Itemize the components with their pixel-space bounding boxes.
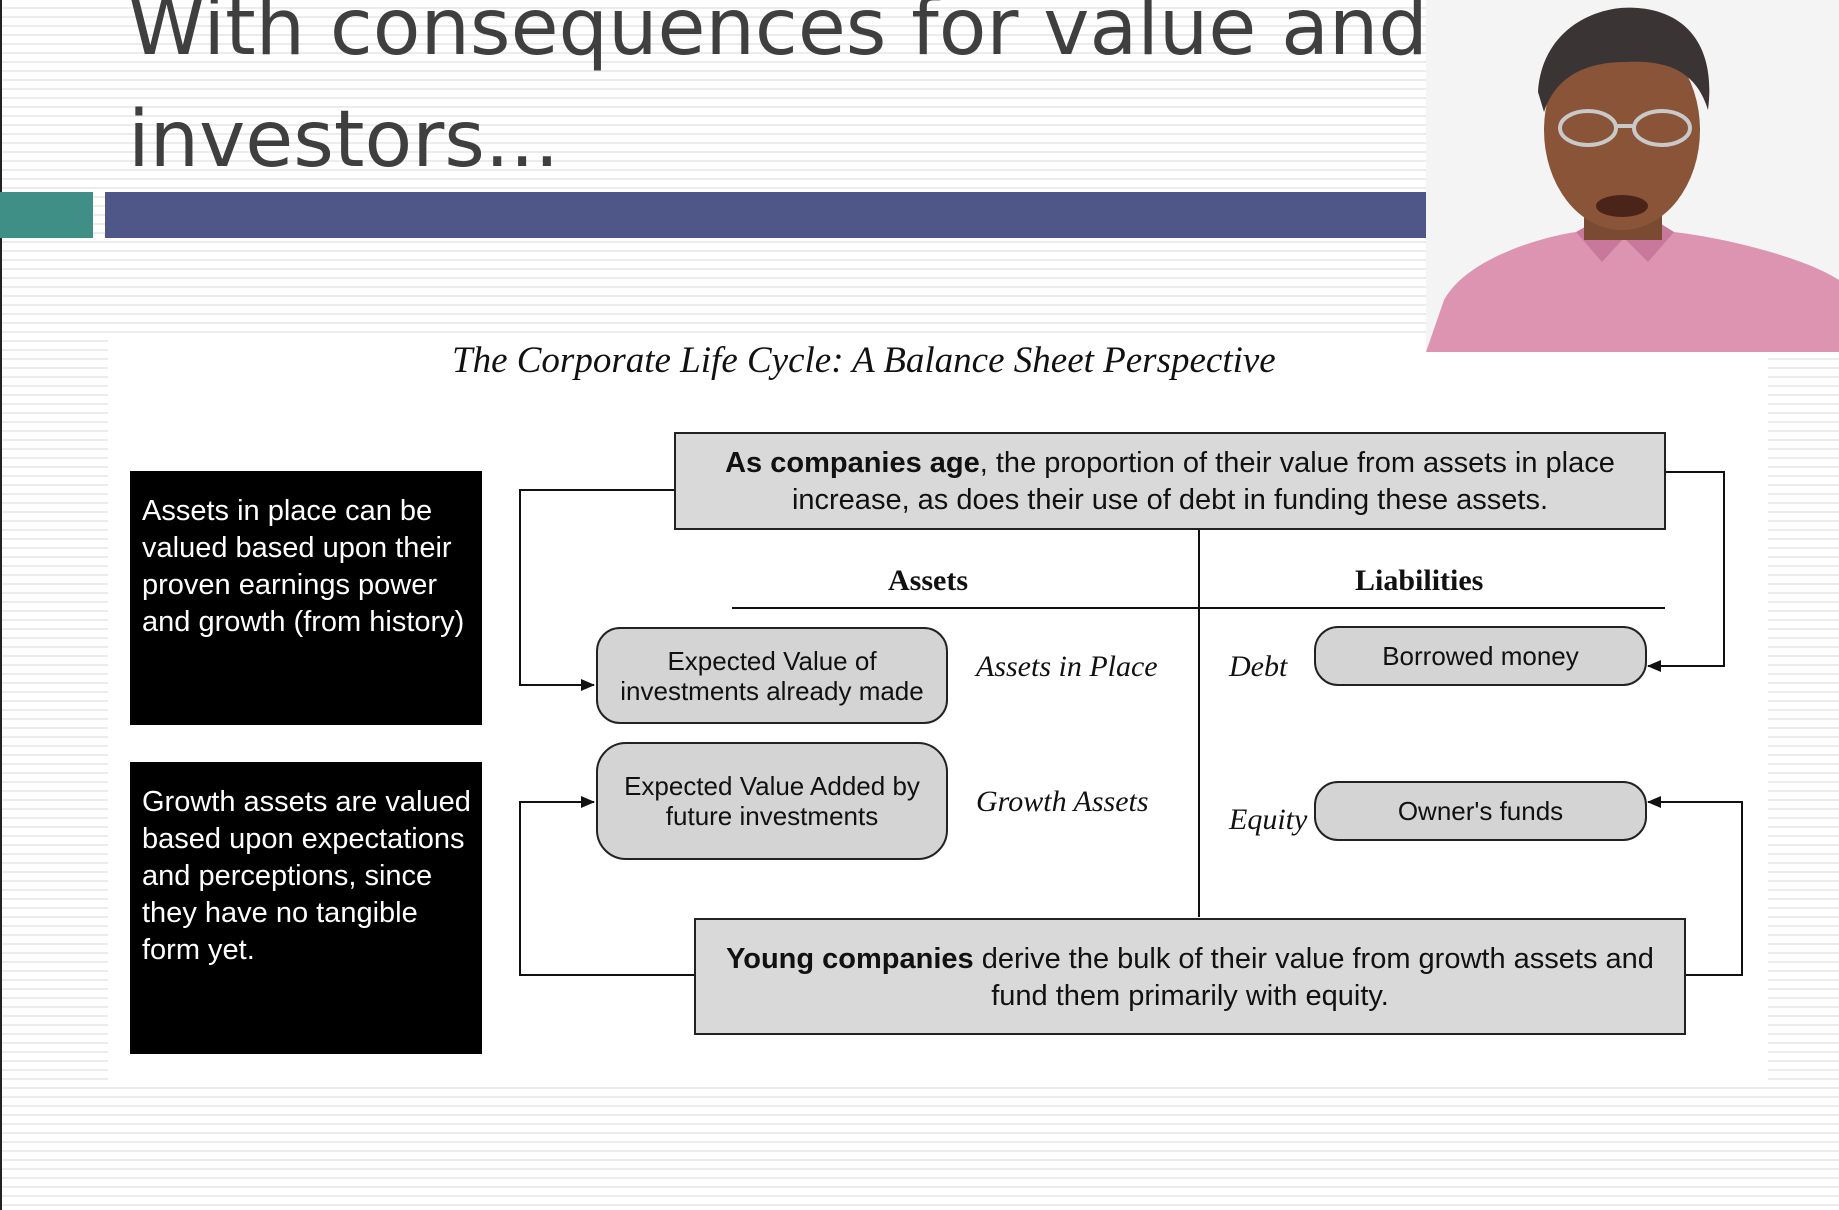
figure-title: The Corporate Life Cycle: A Balance Shee…: [452, 340, 1276, 381]
arrow-to-debt: [1647, 471, 1725, 672]
label-assets-in-place: Assets in Place: [976, 650, 1158, 683]
pill-assets-in-place: Expected Value of investments already ma…: [596, 627, 948, 724]
top-callout-bold: As companies age: [725, 447, 980, 479]
presenter-webcam: [1426, 0, 1839, 352]
note-growth-assets: Growth assets are valued based upon expe…: [130, 762, 482, 1054]
top-callout-box: As companies age, the proportion of thei…: [674, 432, 1666, 530]
top-callout-text: , the proportion of their value from ass…: [791, 447, 1615, 516]
pill-equity: Owner's funds: [1314, 781, 1647, 841]
pill-growth-assets: Expected Value Added by future investmen…: [596, 742, 948, 860]
label-debt: Debt: [1229, 650, 1288, 683]
label-growth-assets: Growth Assets: [976, 785, 1149, 818]
bottom-callout-box: Young companies derive the bulk of their…: [694, 918, 1686, 1035]
arrow-to-equity: [1647, 796, 1743, 976]
assets-header: Assets: [888, 564, 968, 597]
left-edge-line: [0, 0, 2, 1210]
presenter-image: [1426, 0, 1839, 352]
slide-title: With consequences for value and investor…: [128, 0, 1508, 196]
slide-title-line-2: investors...: [128, 95, 560, 185]
pill-debt: Borrowed money: [1314, 626, 1647, 686]
note-assets-in-place: Assets in place can be valued based upon…: [130, 471, 482, 725]
arrow-to-assets-in-place: [519, 489, 675, 691]
bottom-callout-text: derive the bulk of their value from grow…: [973, 943, 1654, 1012]
arrow-to-growth-assets: [519, 796, 694, 976]
liabilities-header: Liabilities: [1355, 564, 1484, 597]
slide-title-line-1: With consequences for value and: [128, 0, 1428, 73]
label-equity: Equity: [1229, 803, 1308, 836]
title-accent-teal: [0, 192, 93, 238]
bottom-callout-bold: Young companies: [726, 943, 974, 975]
